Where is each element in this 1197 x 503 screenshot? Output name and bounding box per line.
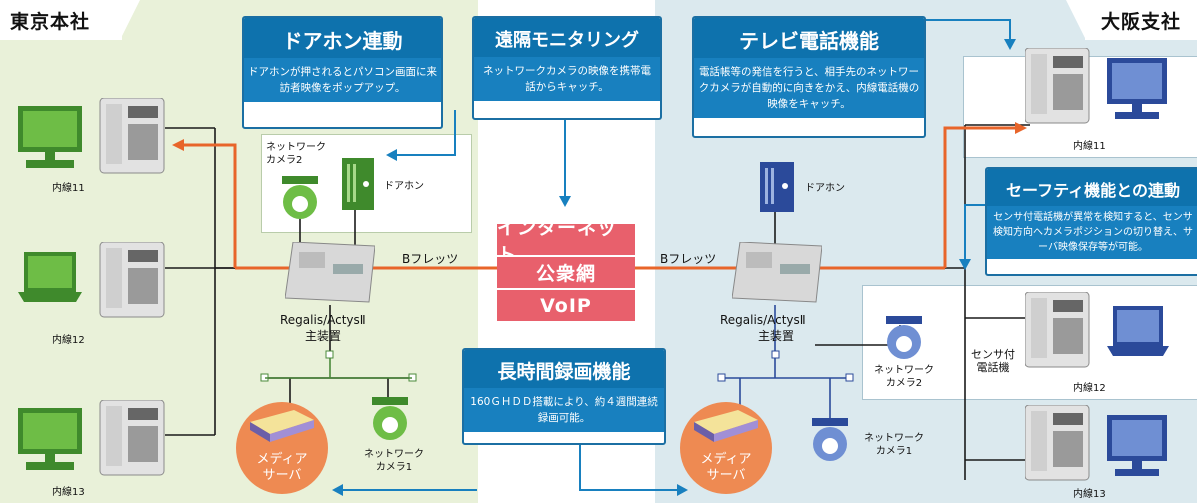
osaka-camera1-icon	[812, 418, 848, 461]
tokyo-office-label: 東京本社	[0, 0, 122, 40]
osaka-doorphone-label: ドアホン	[805, 183, 845, 194]
feature-recording-box: 長時間録画機能 160ＧＨＤＤ搭載により、約４週間連続録画可能。	[462, 348, 666, 445]
osaka-office-label: 大阪支社	[1085, 0, 1197, 40]
tokyo-camera1-label: ネットワークカメラ1	[364, 449, 424, 473]
tokyo-pbx-sub: 主装置	[305, 329, 342, 343]
osaka-pbx-sub: 主装置	[758, 329, 795, 343]
tokyo-ext12-label: 内線12	[52, 335, 85, 346]
osaka-camera2-icon	[886, 316, 922, 359]
tokyo-camera1-icon	[372, 397, 408, 440]
feature-remote-box: 遠隔モニタリング ネットワークカメラの映像を携帯電話からキャッチ。	[472, 16, 662, 120]
osaka-ext12-laptop-icon	[1025, 292, 1169, 368]
osaka-media-device-icon	[694, 410, 758, 442]
feature-safety-title: セーフティ機能との連動	[987, 169, 1197, 206]
public-network-bar: 公衆網	[497, 257, 635, 288]
tokyo-doorphone-icon	[342, 158, 374, 210]
feature-remote-body: ネットワークカメラの映像を携帯電話からキャッチ。	[474, 57, 660, 101]
feature-doorphone-box: ドアホン連動 ドアホンが押されるとパソコン画面に来訪者映像をポップアップ。	[242, 16, 443, 129]
osaka-media-server-icon: メディアサーバ	[680, 402, 772, 494]
tokyo-media-label: メディアサーバ	[256, 452, 308, 483]
tokyo-camera2-label: ネットワークカメラ2	[266, 142, 326, 166]
osaka-camera2-label: ネットワークカメラ2	[874, 365, 934, 389]
osaka-pbx-name: Regalis/ActysⅡ	[720, 313, 806, 327]
tokyo-ext13-desktop-icon	[18, 400, 165, 476]
osaka-sensor-label: センサ付電話機	[971, 348, 1015, 374]
osaka-media-label: メディアサーバ	[700, 452, 752, 483]
tokyo-pbx-icon	[285, 242, 375, 303]
osaka-ext13-desktop-icon	[1025, 405, 1167, 481]
tokyo-tab-corner	[120, 0, 140, 40]
tokyo-office-text: 東京本社	[10, 10, 91, 33]
feature-recording-body: 160ＧＨＤＤ搭載により、約４週間連続録画可能。	[464, 388, 664, 432]
feature-doorphone-title: ドアホン連動	[244, 18, 441, 58]
tokyo-ext13-label: 内線13	[52, 487, 85, 498]
feature-tvphone-box: テレビ電話機能 電話帳等の発信を行うと、相手先のネットワークカメラが自動的に向き…	[692, 16, 926, 138]
tokyo-ext11-label: 内線11	[52, 183, 85, 194]
tokyo-doorphone-label: ドアホン	[384, 181, 424, 192]
osaka-ext12-label: 内線12	[1073, 383, 1106, 394]
feature-remote-title: 遠隔モニタリング	[474, 18, 660, 57]
osaka-pbx-icon	[732, 242, 822, 303]
tokyo-media-device-icon	[250, 410, 314, 442]
osaka-doorphone-icon	[760, 162, 794, 212]
osaka-bflets-label: Bフレッツ	[660, 252, 717, 266]
feature-safety-body: センサ付電話機が異常を検知すると、センサ検知方向へカメラポジションの切り替え、サ…	[987, 206, 1197, 259]
osaka-ext13-label: 内線13	[1073, 489, 1106, 500]
feature-doorphone-body: ドアホンが押されるとパソコン画面に来訪者映像をポップアップ。	[244, 58, 441, 102]
tokyo-media-server-icon: メディアサーバ	[236, 402, 328, 494]
feature-safety-box: セーフティ機能との連動 センサ付電話機が異常を検知すると、センサ検知方向へカメラ…	[985, 167, 1197, 276]
internet-bar: インターネット	[497, 217, 635, 266]
osaka-tab-corner	[1066, 0, 1086, 40]
osaka-ext11-label: 内線11	[1073, 141, 1106, 152]
tokyo-ext12-laptop-icon	[18, 242, 165, 318]
voip-bar: VoIP	[497, 290, 635, 321]
tokyo-pbx-name: Regalis/ActysⅡ	[280, 313, 366, 327]
osaka-camera1-label: ネットワークカメラ1	[864, 433, 924, 457]
tokyo-ext11-desktop-icon	[18, 98, 165, 174]
tokyo-camera2-icon	[282, 176, 318, 219]
feature-tvphone-body: 電話帳等の発信を行うと、相手先のネットワークカメラが自動的に向きをかえ、内線電話…	[694, 58, 924, 118]
feature-recording-title: 長時間録画機能	[464, 350, 664, 388]
osaka-office-text: 大阪支社	[1100, 10, 1181, 33]
osaka-ext11-desktop-icon	[1025, 48, 1167, 124]
tokyo-bflets-label: Bフレッツ	[402, 252, 459, 266]
feature-tvphone-title: テレビ電話機能	[694, 18, 924, 58]
